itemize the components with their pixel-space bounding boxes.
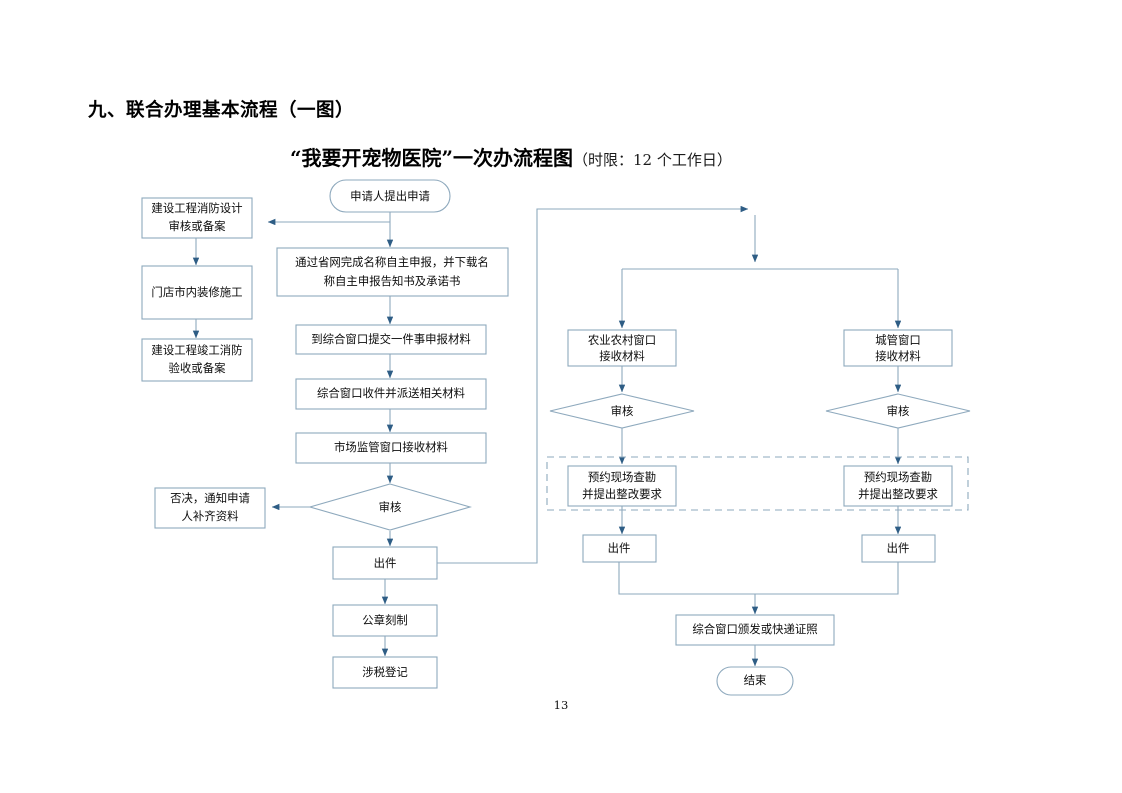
chart-title: “我要开宠物医院”一次办流程图（时限：12 个工作日） [290,142,732,171]
node-urban-review-label: 审核 [887,404,910,418]
node-urban-survey[interactable]: 预约现场查勘 并提出整改要求 [843,465,953,507]
node-fire-design-label-2: 审核或备案 [169,219,227,233]
node-urban-issue[interactable]: 出件 [861,534,936,563]
node-urban-receive-label-1: 城管窗口 [875,333,921,347]
chart-title-main: “我要开宠物医院”一次办流程图 [290,146,574,170]
node-issue-main[interactable]: 出件 [332,546,438,580]
node-name-declaration[interactable]: 通过省网完成名称自主申报，并下载名 称自主申报告知书及承诺书 [276,247,509,297]
node-seal-engraving-label: 公章刻制 [362,613,408,627]
node-submit-materials-label: 到综合窗口提交一件事申报材料 [311,332,470,346]
node-urban-survey-label-2: 并提出整改要求 [858,487,938,501]
node-tax-registration[interactable]: 涉税登记 [332,656,438,689]
node-urban-receive[interactable]: 城管窗口 接收材料 [843,329,953,367]
edge-layer [192,205,902,667]
node-decoration[interactable]: 门店市内装修施工 [141,265,253,320]
node-market-receive[interactable]: 市场监管窗口接收材料 [295,432,487,464]
node-agriculture-issue-label: 出件 [608,541,631,555]
node-name-declaration-label-1: 通过省网完成名称自主申报，并下载名 [295,255,489,269]
node-deliver-license-label: 综合窗口颁发或快递证照 [692,622,817,636]
node-fire-acceptance-label-1: 建设工程竣工消防 [151,343,242,357]
node-agriculture-survey-label-1: 预约现场查勘 [588,470,656,484]
node-dispatch-materials-label: 综合窗口收件并派送相关材料 [317,386,465,400]
node-agriculture-review[interactable]: 审核 [549,393,695,429]
node-agriculture-review-label: 审核 [611,404,634,418]
node-fire-acceptance-label-2: 验收或备案 [169,361,227,375]
node-main-review-label: 审核 [379,500,402,514]
node-market-receive-label: 市场监管窗口接收材料 [334,440,448,454]
node-reject[interactable]: 否决，通知申请 人补齐资料 [154,487,266,529]
dashed-group-box [546,456,969,511]
node-reject-label-2: 人补齐资料 [182,509,239,523]
node-issue-main-label: 出件 [374,556,397,570]
node-end[interactable]: 结束 [716,666,794,696]
chart-title-suffix: （时限：12 个工作日） [573,151,732,169]
edge-merge-bus [618,562,899,595]
node-dispatch-materials[interactable]: 综合窗口收件并派送相关材料 [295,378,487,410]
node-agriculture-issue[interactable]: 出件 [582,534,657,563]
node-decoration-label: 门店市内装修施工 [151,285,242,299]
node-seal-engraving[interactable]: 公章刻制 [332,604,438,637]
node-name-declaration-label-2: 称自主申报告知书及承诺书 [324,274,461,288]
node-main-review[interactable]: 审核 [308,483,472,531]
node-agriculture-receive[interactable]: 农业农村窗口 接收材料 [567,329,677,367]
node-start[interactable]: 申请人提出申请 [329,179,451,213]
edge-issue-to-branch-riser [437,205,749,564]
node-reject-label-1: 否决，通知申请 [170,491,250,505]
node-urban-issue-label: 出件 [887,541,910,555]
node-urban-receive-label-2: 接收材料 [875,349,921,363]
section-heading: 九、联合办理基本流程（一图） [88,100,355,121]
node-agriculture-receive-label-1: 农业农村窗口 [588,333,656,347]
node-start-label: 申请人提出申请 [350,189,430,203]
node-fire-design[interactable]: 建设工程消防设计 审核或备案 [141,197,253,239]
node-deliver-license[interactable]: 综合窗口颁发或快递证照 [675,614,835,646]
node-fire-design-label-1: 建设工程消防设计 [151,201,242,215]
node-agriculture-receive-label-2: 接收材料 [599,349,645,363]
node-agriculture-survey[interactable]: 预约现场查勘 并提出整改要求 [567,465,677,507]
node-tax-registration-label: 涉税登记 [362,665,408,679]
page-number: 13 [553,698,569,712]
node-end-label: 结束 [744,673,767,687]
node-urban-review[interactable]: 审核 [825,393,971,429]
node-agriculture-survey-label-2: 并提出整改要求 [582,487,662,501]
node-submit-materials[interactable]: 到综合窗口提交一件事申报材料 [295,324,487,355]
node-urban-survey-label-1: 预约现场查勘 [864,470,932,484]
node-fire-acceptance[interactable]: 建设工程竣工消防 验收或备案 [141,338,253,382]
